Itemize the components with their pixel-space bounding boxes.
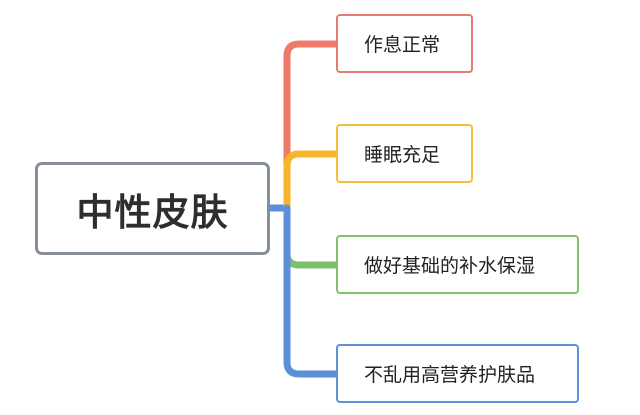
child-label-3: 做好基础的补水保湿 [364, 255, 536, 277]
child-node-2[interactable]: 睡眠充足 [336, 124, 473, 183]
root-label: 中性皮肤 [76, 190, 229, 234]
child-label-1: 作息正常 [364, 34, 441, 56]
root-node[interactable]: 中性皮肤 [35, 162, 270, 255]
branch-connector-2 [283, 150, 340, 212]
child-label-4: 不乱用高营养护肤品 [364, 364, 536, 386]
branch-connector-1 [283, 40, 340, 184]
child-node-1[interactable]: 作息正常 [336, 14, 473, 73]
child-node-4[interactable]: 不乱用高营养护肤品 [336, 344, 579, 403]
child-label-2: 睡眠充足 [364, 144, 441, 166]
child-node-3[interactable]: 做好基础的补水保湿 [336, 235, 579, 294]
branch-connector-3 [283, 204, 340, 269]
branch-connector-4 [283, 204, 340, 378]
